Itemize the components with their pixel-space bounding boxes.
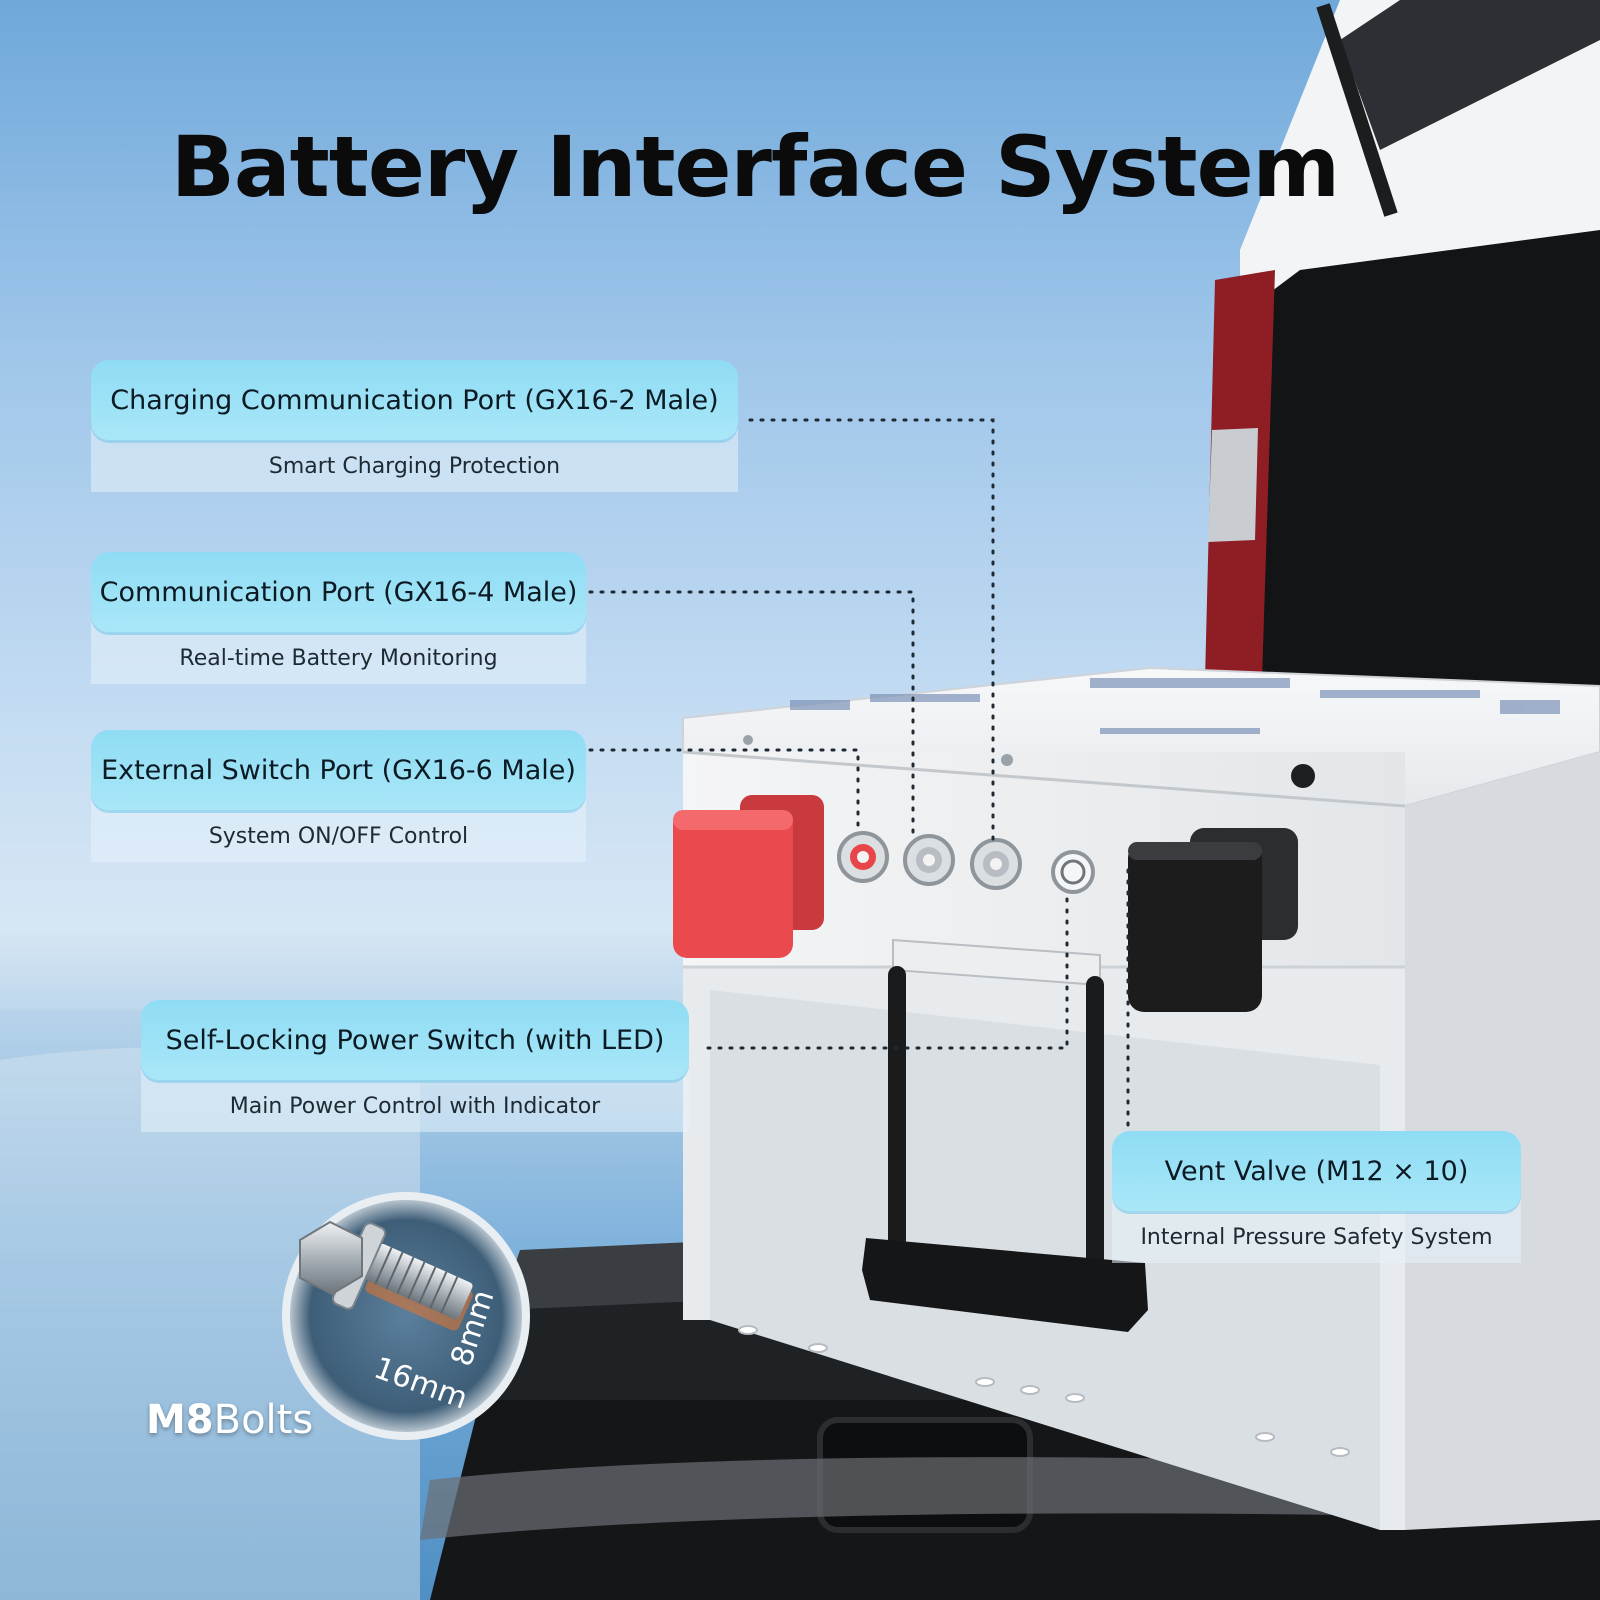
- mist: [0, 1047, 420, 1600]
- bolt-caption: M8Bolts: [146, 1397, 313, 1443]
- callout-title: Communication Port (GX16-4 Male): [91, 552, 586, 632]
- m8-bolt-image: [299, 1220, 473, 1331]
- negative-terminal-cap: [1128, 828, 1298, 1012]
- gx16-4-connector: [903, 834, 955, 886]
- page-title: Battery Interface System: [170, 118, 1340, 216]
- callout-communication-port: Communication Port (GX16-4 Male) Real-ti…: [91, 552, 586, 684]
- leader-lines: [588, 418, 1130, 1132]
- callout-title: Charging Communication Port (GX16-2 Male…: [91, 360, 738, 440]
- gx16-6-connector: [970, 838, 1022, 890]
- bolt-caption-strong: M8: [146, 1397, 214, 1443]
- gx16-2-connector: [837, 831, 889, 883]
- bolt-badge: 16mm 8mm: [282, 1192, 530, 1440]
- callout-title: Vent Valve (M12 × 10): [1112, 1131, 1521, 1211]
- callout-title: External Switch Port (GX16-6 Male): [91, 730, 586, 810]
- carry-handle: [862, 938, 1148, 1332]
- callout-charging-port: Charging Communication Port (GX16-2 Male…: [91, 360, 738, 492]
- power-switch: [1051, 850, 1095, 894]
- callout-title: Self-Locking Power Switch (with LED): [141, 1000, 689, 1080]
- positive-terminal-cap: [673, 795, 824, 958]
- callout-vent-valve: Vent Valve (M12 × 10) Internal Pressure …: [1112, 1131, 1521, 1263]
- callout-external-switch-port: External Switch Port (GX16-6 Male) Syste…: [91, 730, 586, 862]
- bolt-caption-rest: Bolts: [213, 1397, 314, 1443]
- callout-power-switch: Self-Locking Power Switch (with LED) Mai…: [141, 1000, 689, 1132]
